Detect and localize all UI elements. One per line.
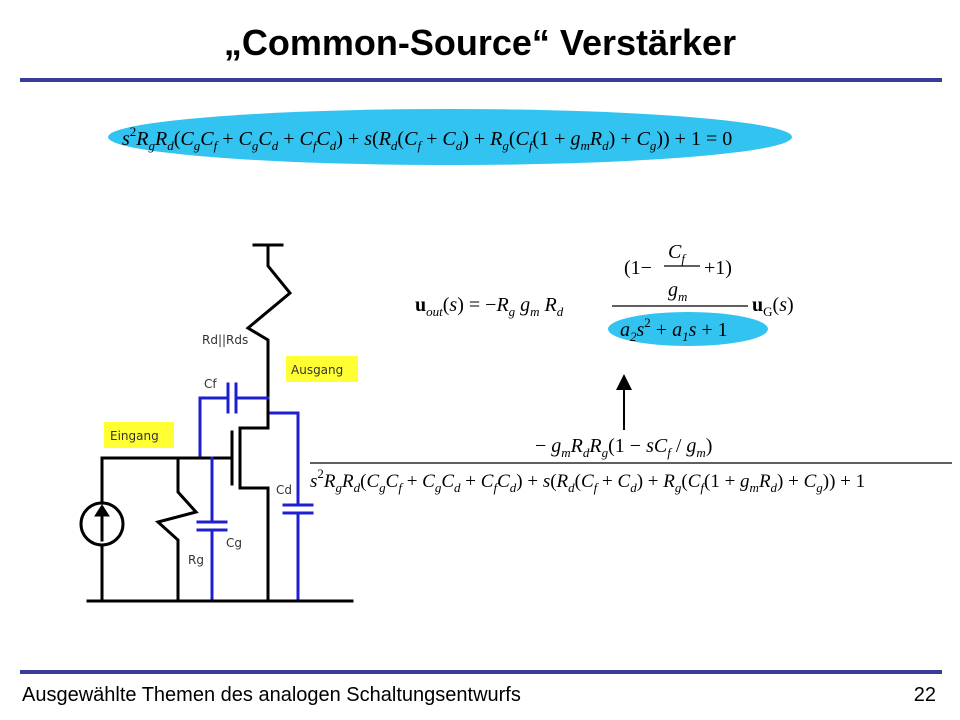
cd-label: Cd [276,483,292,497]
rd-label: Rd||Rds [202,333,248,347]
cf-label: Cf [204,377,217,391]
svg-text:+1): +1) [704,257,732,279]
cg-label: Cg [226,536,242,550]
svg-text:a2s2 + a1s + 1: a2s2 + a1s + 1 [620,315,728,344]
full-transfer-function: − gmRdRg(1 − sCf / gm) s2RgRd(CgCf + CgC… [310,435,952,495]
characteristic-equation: s2RgRd(CgCf + CgCd + CfCd) + s(Rd(Cf + C… [108,109,792,165]
svg-text:s2RgRd(CgCf + CgCd + CfCd) + s: s2RgRd(CgCf + CgCd + CfCd) + s(Rd(Cf + C… [310,466,865,495]
svg-text:s2RgRd(CgCf + CgCd + CfCd) + s: s2RgRd(CgCf + CgCd + CfCd) + s(Rd(Cf + C… [122,124,732,153]
denominator-highlight-ellipse [608,312,768,346]
input-label-bg [104,422,174,448]
input-label: Eingang [110,429,159,443]
rg-label: Rg [188,553,204,567]
svg-text:Cf: Cf [668,241,687,266]
equation-highlight-ellipse [108,109,792,165]
gate-resistor [154,456,199,602]
svg-text:uG(s): uG(s) [752,294,794,319]
output-label: Ausgang [291,363,343,377]
slide-title: „Common-Source“ Verstärker [223,22,737,63]
footer-text: Ausgewählte Themen des analogen Schaltun… [22,684,521,706]
title-rule [20,78,942,82]
svg-text:− gmRdRg(1 − sCf / gm): − gmRdRg(1 − sCf / gm) [535,435,712,460]
page-number: 22 [913,684,936,706]
drain-resistor [245,243,293,402]
svg-text:gm: gm [668,279,687,304]
current-arrow [94,504,110,517]
svg-text:(1−: (1− [624,257,652,279]
footer-rule [20,670,942,674]
up-arrow [616,374,632,430]
output-label-bg [286,356,358,382]
svg-text:uout(s) = −Rg gm Rd: uout(s) = −Rg gm Rd [415,294,564,319]
transfer-function: uout(s) = −Rg gm Rd (1− Cf gm +1) a2s2 +… [415,241,794,346]
circuit-schematic [79,243,354,603]
